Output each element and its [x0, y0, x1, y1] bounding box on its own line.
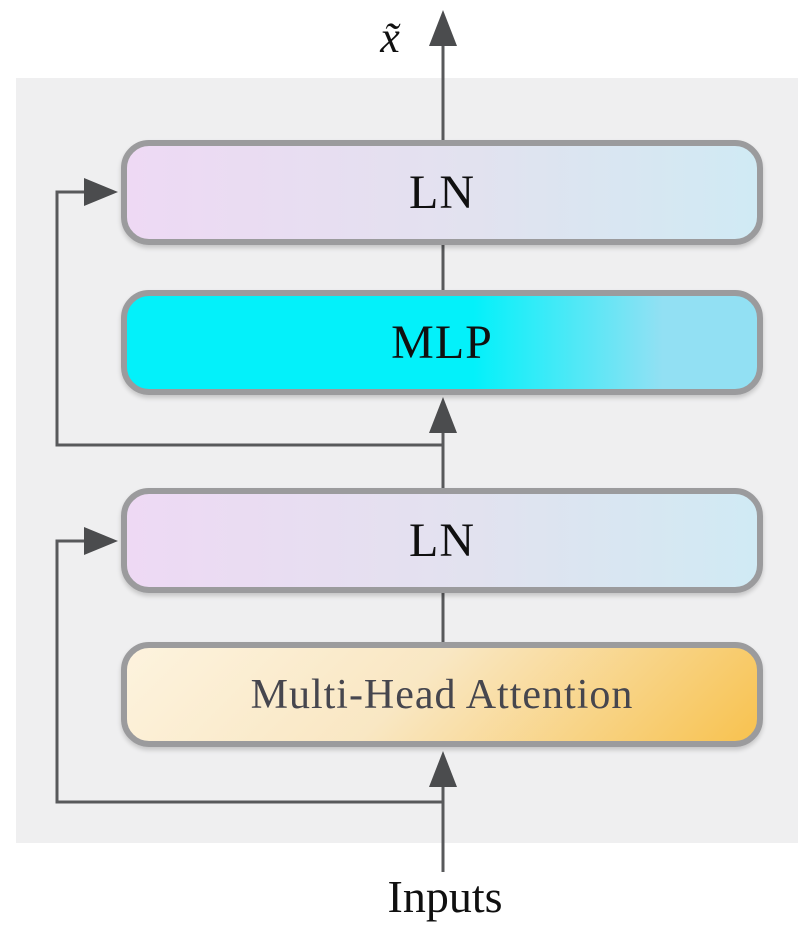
layer-norm-mid-label: LN	[409, 514, 475, 567]
arrow-up-icon	[429, 751, 457, 787]
output-x-tilde-label: x̃	[380, 13, 400, 62]
residual-lower	[55, 527, 443, 804]
mlp-input-arrow	[429, 397, 457, 490]
output-arrow	[429, 10, 457, 142]
mlp-label: MLP	[391, 316, 493, 369]
multi-head-attention-label: Multi-Head Attention	[250, 671, 634, 718]
layer-norm-top-block: LN	[121, 140, 763, 245]
arrow-up-icon	[429, 10, 457, 46]
mlp-block: MLP	[121, 290, 763, 395]
inputs-label: Inputs	[387, 871, 503, 922]
layer-norm-top-label: LN	[409, 166, 475, 219]
layer-norm-mid-block: LN	[121, 488, 763, 593]
arrow-right-icon	[84, 178, 118, 206]
multi-head-attention-block: Multi-Head Attention	[121, 642, 763, 747]
residual-upper	[55, 178, 443, 447]
inputs-arrow	[429, 751, 457, 872]
arrow-right-icon	[84, 527, 118, 555]
arrow-up-icon	[429, 397, 457, 433]
